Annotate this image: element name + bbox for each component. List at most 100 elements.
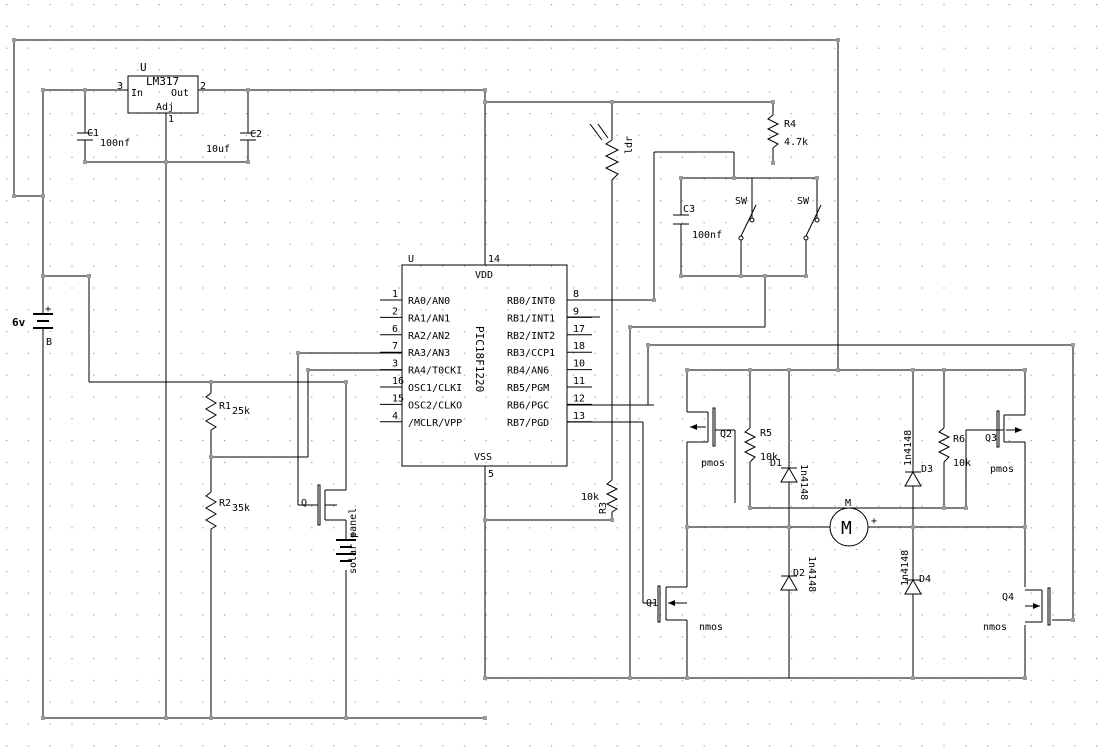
r4-value: 4.7k bbox=[784, 137, 808, 148]
q2-ref: Q2 bbox=[720, 429, 732, 440]
mcu-pin-number: 17 bbox=[573, 324, 585, 335]
mcu-pin-label: RA0/AN0 bbox=[408, 296, 450, 307]
regulator-name: LM317 bbox=[146, 75, 179, 88]
q2-type: pmos bbox=[701, 458, 725, 469]
d3-ref: D3 bbox=[921, 464, 933, 475]
q3-ref: Q3 bbox=[985, 433, 997, 444]
solar-label: solar panel bbox=[348, 508, 359, 574]
mcu-pin-number: 8 bbox=[573, 289, 579, 300]
r5-value: 10k bbox=[760, 452, 778, 463]
regulator-in-label: In bbox=[131, 88, 143, 99]
resistor-r1: R1 25k bbox=[205, 392, 250, 431]
mcu-pin-label: RB1/INT1 bbox=[507, 313, 555, 324]
d1-ref: D1 bbox=[770, 458, 782, 469]
mcu-pin-label: RB6/PGC bbox=[507, 400, 549, 411]
q4-type: nmos bbox=[983, 622, 1007, 633]
c2-value: 10uf bbox=[206, 144, 230, 155]
regulator-pin-adj: 1 bbox=[168, 114, 174, 125]
battery-ref: B bbox=[46, 337, 52, 348]
regulator-ref: U bbox=[140, 61, 147, 74]
mcu-pin-number: 10 bbox=[573, 359, 585, 370]
mcu-pin-label: RB7/PGD bbox=[507, 418, 549, 429]
battery-6v: + 6v B bbox=[12, 304, 53, 348]
pic18f1220-mcu: U VDD VSS 14 5 PIC18F1220 1RA0/AN02RA1/A… bbox=[380, 254, 592, 480]
battery-plus: + bbox=[45, 304, 51, 315]
mcu-pin-number: 7 bbox=[392, 341, 398, 352]
q1-ref: Q1 bbox=[646, 598, 658, 609]
q3-type: pmos bbox=[990, 464, 1014, 475]
mcu-pin-number: 11 bbox=[573, 376, 585, 387]
mcu-pin-number: 15 bbox=[392, 393, 404, 404]
mcu-pin-label: RB2/INT2 bbox=[507, 331, 555, 342]
r6-ref: R6 bbox=[953, 434, 965, 445]
r5-ref: R5 bbox=[760, 428, 772, 439]
mcu-pin-number: 1 bbox=[392, 289, 398, 300]
mcu-pin-mclr-vpp: 4/MCLR/VPP bbox=[380, 411, 462, 429]
mcu-vss-pin: 5 bbox=[488, 469, 494, 480]
regulator-pin-out: 2 bbox=[200, 81, 206, 92]
r1-ref: R1 bbox=[219, 401, 231, 412]
regulator-adj-label: Adj bbox=[156, 102, 174, 113]
c2-ref: C2 bbox=[250, 129, 262, 140]
motor-ref: M bbox=[845, 498, 851, 509]
solar-plus: + bbox=[350, 530, 356, 541]
mcu-pin-number: 16 bbox=[392, 376, 404, 387]
mcu-pin-label: RB5/PGM bbox=[507, 383, 549, 394]
mcu-pin-number: 3 bbox=[392, 359, 398, 370]
diode-d2: D2 1n4148 bbox=[780, 556, 817, 603]
q4-ref: Q4 bbox=[1002, 592, 1014, 603]
capacitor-c3: C3 100nf bbox=[673, 204, 722, 241]
sw1-label: SW bbox=[735, 196, 748, 207]
switch-sw1: SW bbox=[735, 196, 757, 241]
d1-part: 1n4148 bbox=[798, 464, 809, 500]
regulator-pin-in: 3 bbox=[117, 81, 123, 92]
mcu-ref: U bbox=[408, 254, 414, 265]
sw2-label: SW bbox=[797, 196, 810, 207]
mosfet-q4-nmos: Q4 nmos bbox=[983, 587, 1051, 633]
ldr-value: ldr bbox=[624, 136, 635, 154]
mcu-pin-label: RA4/T0CKI bbox=[408, 366, 462, 377]
resistor-r3: 10k R3 bbox=[581, 479, 619, 514]
c3-ref: C3 bbox=[683, 204, 695, 215]
battery-value: 6v bbox=[12, 316, 26, 329]
mcu-pin-label: RB4/AN6 bbox=[507, 366, 549, 377]
d2-ref: D2 bbox=[793, 568, 805, 579]
r4-ref: R4 bbox=[784, 119, 796, 130]
mcu-pin-label: RA1/AN1 bbox=[408, 313, 450, 324]
resistor-r5: R5 10k bbox=[743, 427, 778, 463]
q1-type: nmos bbox=[699, 622, 723, 633]
r3-value: 10k bbox=[581, 492, 599, 503]
mcu-part: PIC18F1220 bbox=[473, 326, 486, 392]
mcu-pin-label: /MCLR/VPP bbox=[408, 418, 462, 429]
q0-ref: Q bbox=[301, 498, 307, 509]
mcu-pin-number: 12 bbox=[573, 393, 585, 404]
diode-d3: D3 1n4148 bbox=[903, 430, 933, 495]
mcu-pin-label: OSC1/CLKI bbox=[408, 383, 462, 394]
mosfet-q: Q bbox=[301, 484, 346, 526]
capacitor-c2: C2 10uf bbox=[206, 129, 262, 155]
mcu-pin-label: OSC2/CLKO bbox=[408, 400, 462, 411]
r6-value: 10k bbox=[953, 458, 971, 469]
mcu-pin-label: RB3/CCP1 bbox=[507, 348, 555, 359]
lm317-regulator: U LM317 In Out Adj 3 2 1 bbox=[117, 61, 206, 125]
mcu-pin-number: 4 bbox=[392, 411, 398, 422]
diode-d1: D1 1n4148 bbox=[770, 458, 809, 500]
mcu-right-pins: 8RB0/INT09RB1/INT117RB2/INT218RB3/CCP110… bbox=[507, 289, 592, 429]
solar-panel: + solar panel bbox=[336, 508, 359, 574]
ldr-sensor: ldr bbox=[589, 123, 635, 186]
mosfet-q2-pmos: Q2 pmos bbox=[687, 407, 735, 469]
mcu-vdd: VDD bbox=[475, 270, 493, 281]
